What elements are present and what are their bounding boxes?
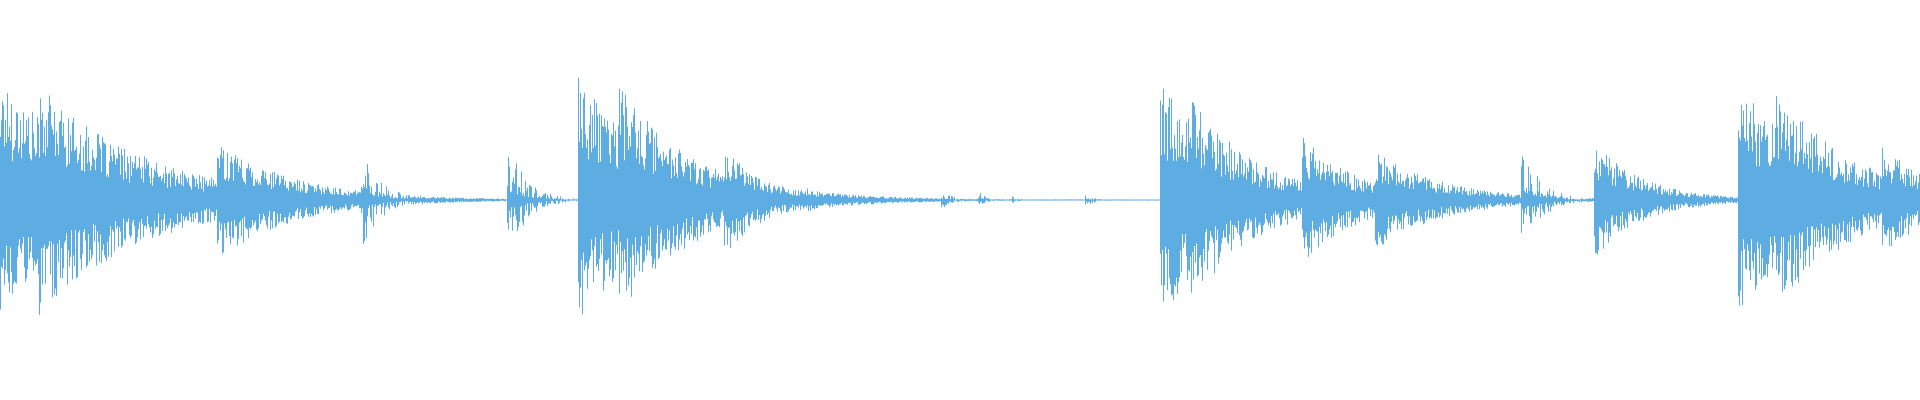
waveform-trace	[0, 77, 1920, 315]
